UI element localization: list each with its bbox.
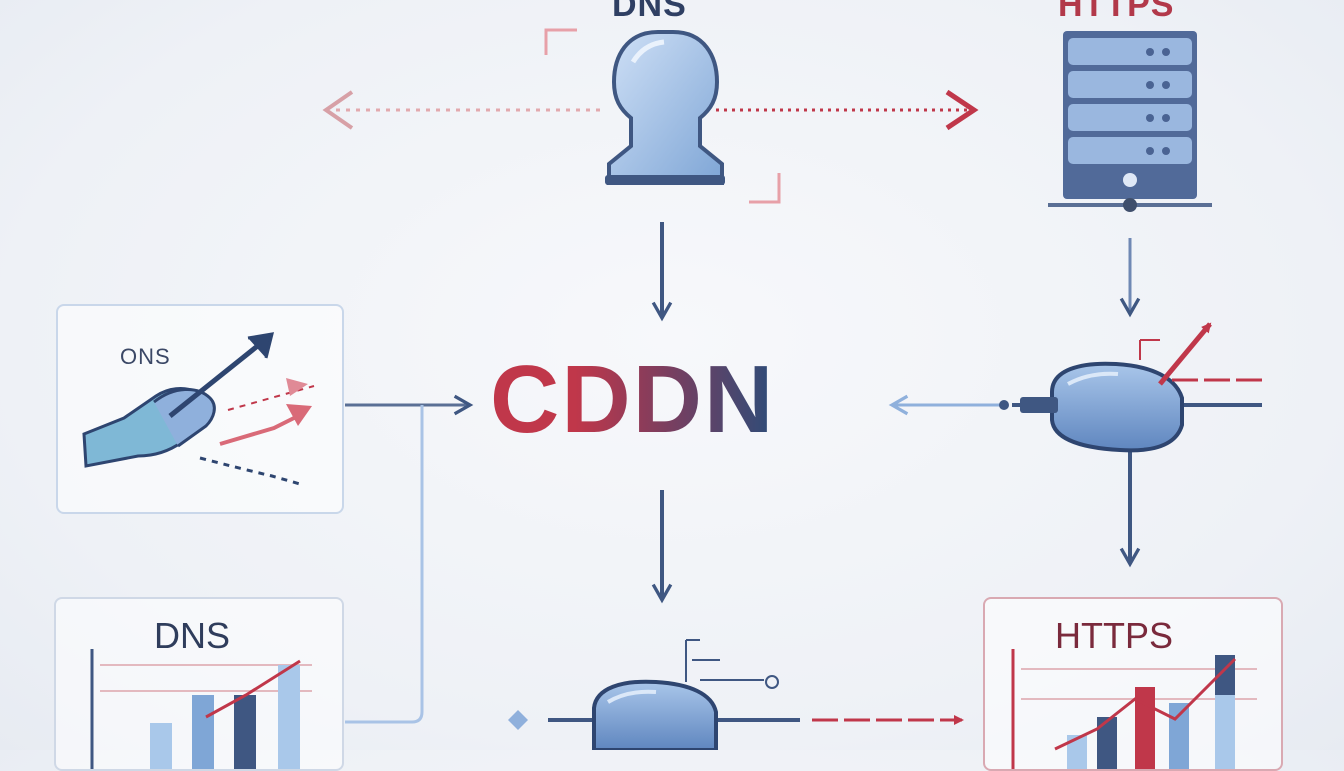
https-card-label: HTTPS	[1055, 615, 1174, 656]
https-card: HTTPS	[983, 597, 1283, 771]
bar-chart-icon	[90, 649, 312, 769]
bar-chart-icon	[1011, 649, 1257, 769]
top-https-label: HTTPS	[1058, 0, 1175, 24]
bracket-bottom-right	[749, 173, 781, 204]
connector-dns-to-cdn	[345, 405, 424, 724]
server-rack-icon	[1048, 31, 1212, 212]
arrowhead-right-top	[945, 89, 979, 131]
router-device-bottom-icon	[508, 639, 800, 750]
arrowhead-left-top	[322, 90, 354, 130]
diagram-canvas	[322, 28, 1262, 750]
dns-card-label: DNS	[154, 615, 231, 656]
top-dns-label: DNS	[612, 0, 687, 24]
dns-card: DNS	[54, 597, 344, 771]
router-device-icon	[999, 322, 1262, 453]
user-head-icon	[605, 30, 725, 185]
ons-label: ONS	[120, 344, 171, 369]
cdn-title: CDDN	[490, 346, 776, 453]
ons-card: ONS	[56, 304, 344, 514]
hand-arrow-icon	[82, 332, 315, 486]
bracket-top-left	[544, 28, 577, 55]
